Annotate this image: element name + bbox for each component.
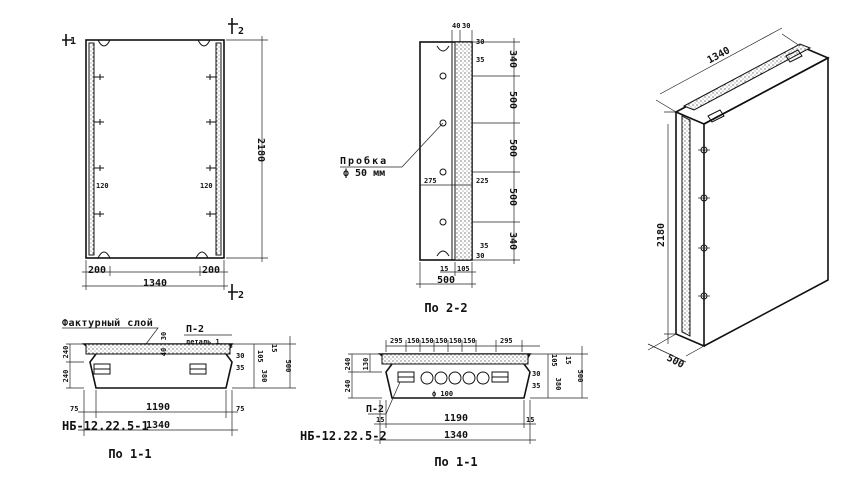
s22-mid-left: 275 — [424, 177, 437, 185]
s11b-left-1: 240 — [344, 358, 352, 371]
s11b-right-small-1: 105 — [550, 354, 558, 367]
plug-label: Пробка — [340, 155, 388, 167]
s11a-total: 1340 — [146, 420, 170, 431]
s11a-right-dim-2: 500 — [284, 360, 292, 373]
s11b-bottom-1: 15 — [376, 416, 384, 424]
texture-layer-label: Фактурный слой — [62, 317, 153, 329]
s11a-mark: НБ-12.22.5-1 — [62, 419, 149, 433]
s22-top-dim-2: 30 — [462, 22, 470, 30]
s11b-top-4: 150 — [435, 337, 448, 345]
s11b-top-5: 150 — [449, 337, 462, 345]
s22-right-dim-2: 500 — [507, 91, 518, 109]
iso-height-dim: 2180 — [656, 223, 667, 247]
elevation-height-dim: 2180 — [255, 138, 266, 162]
iso-width-dim: 1340 — [706, 45, 732, 66]
anchor-marks-left — [94, 74, 104, 217]
s11b-top-6: 150 — [463, 337, 476, 345]
s11b-top-2: 150 — [407, 337, 420, 345]
s11a-mid-dim-2: 30 — [160, 332, 168, 340]
s11a-right-small-4: 15 — [270, 344, 278, 352]
s11a-right-small-3: 105 — [256, 350, 264, 363]
section-1-1-a: Фактурный слой П-2 деталь 1 240 240 40 3… — [62, 317, 296, 461]
s11b-mark: НБ-12.22.5-2 — [300, 429, 387, 443]
section-1-1-b: 295 150 150 150 150 150 295 П-2 ф 100 24… — [300, 337, 588, 469]
s11a-right-small-2: 35 — [236, 364, 244, 372]
s22-bottom-right-2: 35 — [480, 242, 488, 250]
s22-right-dim-1: 340 — [507, 50, 518, 68]
cut-mark-1-top: 1 — [70, 36, 76, 47]
s11b-bottom-2: 1190 — [444, 413, 468, 424]
s22-top-dim-1: 40 — [452, 22, 460, 30]
s11b-right-small-3: 30 — [532, 370, 540, 378]
cut-mark-2-bottom: 2 — [238, 290, 244, 301]
s11b-right-dim-2: 500 — [576, 370, 584, 383]
s11b-top-7: 295 — [500, 337, 513, 345]
s11b-left-3: 130 — [362, 358, 370, 371]
s11b-total: 1340 — [444, 430, 468, 441]
s22-right-dim-4: 500 — [507, 188, 518, 206]
s11b-right-dim-1: 380 — [554, 378, 562, 391]
cut-mark-2-top: 2 — [238, 26, 244, 37]
s22-bottom-dim-2: 105 — [457, 265, 470, 273]
s22-right-dim-5: 340 — [507, 232, 518, 250]
s11b-bottom-3: 15 — [526, 416, 534, 424]
s11b-right-small-2: 15 — [564, 356, 572, 364]
s11a-mid-dim-1: 40 — [160, 348, 168, 356]
s11a-bottom-1: 75 — [70, 405, 78, 413]
s22-right-dim-3: 500 — [507, 139, 518, 157]
elevation-view: 1 2 2 2180 120 120 200 200 1340 — [62, 18, 268, 301]
plug-diameter: ф 50 мм — [343, 167, 385, 179]
s22-mid-right: 225 — [476, 177, 489, 185]
iso-depth-dim: 500 — [665, 353, 686, 371]
s22-total-width: 500 — [437, 275, 455, 286]
s11a-bottom-3: 75 — [236, 405, 244, 413]
s11a-left-dim-1: 240 — [62, 346, 70, 359]
s11b-caption: По 1-1 — [434, 455, 477, 469]
s11b-top-1: 295 — [390, 337, 403, 345]
s11a-bottom-2: 1190 — [146, 402, 170, 413]
s11a-part-label: П-2 — [186, 324, 204, 335]
s22-bottom-dim-1: 15 — [440, 265, 448, 273]
s22-bottom-right-1: 30 — [476, 252, 484, 260]
s11a-detail-label: деталь 1 — [186, 338, 220, 346]
s22-top-right-2: 35 — [476, 56, 484, 64]
elevation-edge-left: 200 — [88, 265, 106, 276]
s11b-top-3: 150 — [421, 337, 434, 345]
s11b-hole-label: ф 100 — [432, 390, 453, 398]
s11b-right-small-4: 35 — [532, 382, 540, 390]
elevation-width-dim: 1340 — [143, 278, 167, 289]
s11b-left-2: 240 — [344, 380, 352, 393]
isometric-view: 1340 2180 500 — [647, 27, 830, 371]
s11a-right-small-1: 30 — [236, 352, 244, 360]
s22-caption: По 2-2 — [424, 301, 467, 315]
elevation-inner-left: 120 — [96, 182, 109, 190]
anchor-marks-right — [206, 74, 216, 217]
s11a-caption: По 1-1 — [108, 447, 151, 461]
s11a-left-dim-2: 240 — [62, 370, 70, 383]
elevation-inner-right: 120 — [200, 182, 213, 190]
s11a-right-dim-1: 380 — [260, 370, 268, 383]
elevation-edge-right: 200 — [202, 265, 220, 276]
section-2-2: 40 30 30 35 340 500 500 500 340 Пробка ф… — [340, 22, 520, 315]
s11b-part-label: П-2 — [366, 404, 384, 415]
